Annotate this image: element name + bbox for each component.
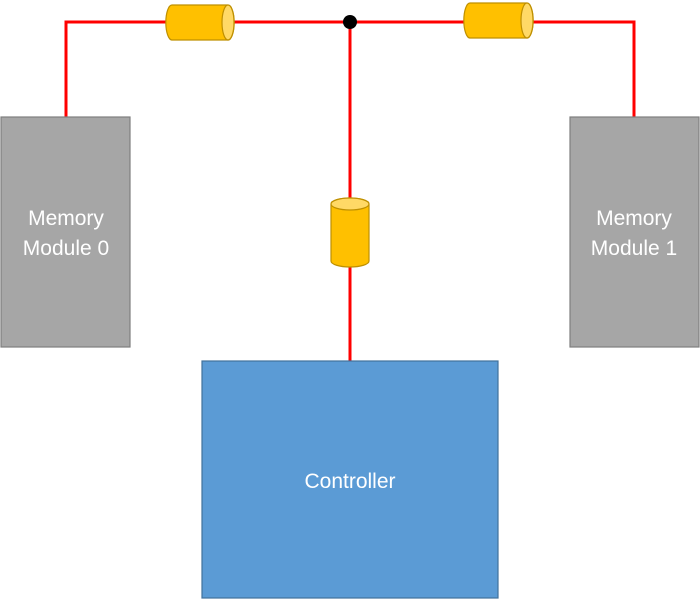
memory-module-0-label-line1: Memory <box>28 207 104 230</box>
wire-to-memory-module-1 <box>350 20 636 117</box>
junction-dot <box>343 15 357 29</box>
wire-to-memory-module-0 <box>64 20 350 117</box>
memory-module-0-label-line2: Module 0 <box>23 237 109 260</box>
memory-module-1-label-line1: Memory <box>596 207 672 230</box>
memory-module-0: Memory Module 0 <box>0 116 131 348</box>
termination-resistor-center <box>330 197 370 268</box>
termination-resistor-right <box>463 2 534 39</box>
termination-resistor-left <box>165 4 235 41</box>
wires <box>64 20 636 361</box>
controller-label: Controller <box>304 470 395 493</box>
memory-module-1-label-line2: Module 1 <box>591 237 677 260</box>
memory-module-1: Memory Module 1 <box>569 116 700 348</box>
controller-block: Controller <box>201 360 499 599</box>
